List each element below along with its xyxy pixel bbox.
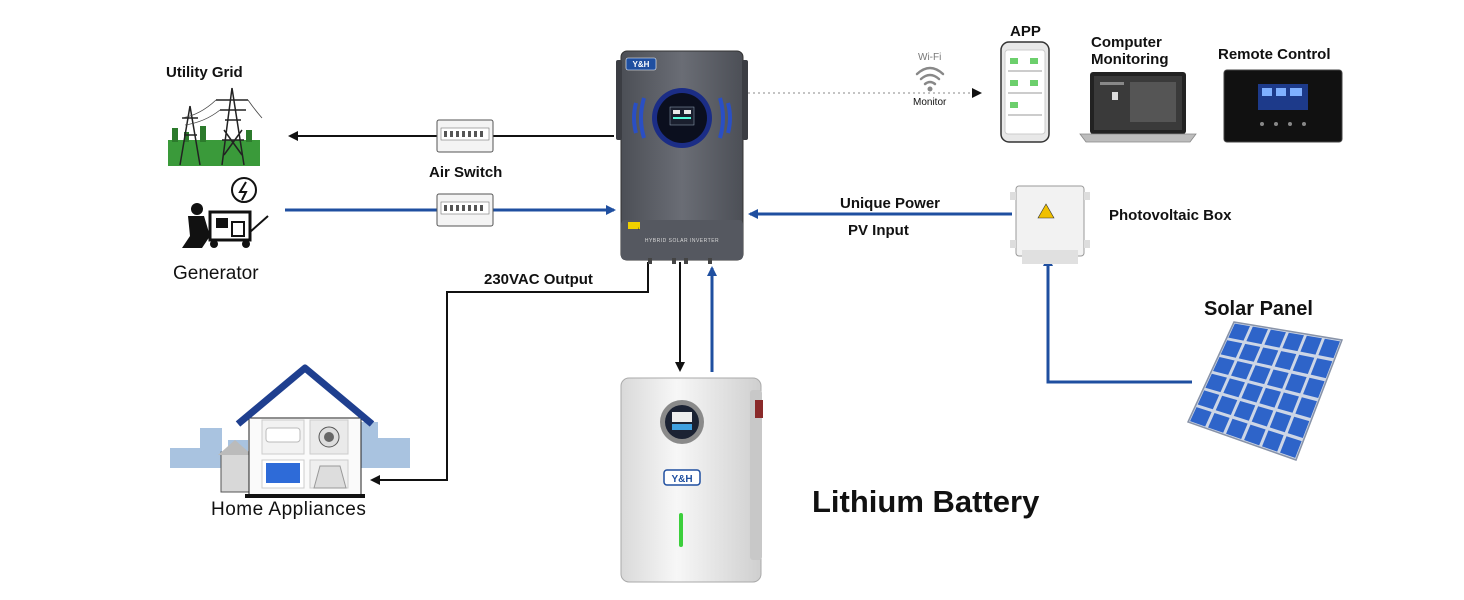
label-unique-power: Unique Power — [840, 195, 941, 212]
label-computer-monitoring-line2: Monitoring — [1091, 51, 1169, 68]
label-generator: Generator — [173, 263, 259, 284]
solar-cell — [1274, 351, 1297, 370]
solar-panel-icon — [1186, 321, 1344, 461]
wifi-icon — [915, 66, 945, 86]
label-pv-input: PV Input — [848, 222, 909, 239]
label-230vac-output: 230VAC Output — [484, 271, 593, 288]
label-remote-control: Remote Control — [1218, 46, 1331, 63]
power-tower-icon — [168, 87, 263, 166]
solar-cell — [1190, 407, 1212, 427]
label-monitor: Monitor — [913, 97, 947, 108]
line-output-to-home — [370, 262, 649, 485]
solar-cell — [1215, 395, 1238, 416]
house-icon — [170, 364, 410, 498]
label-lithium-battery: Lithium Battery — [812, 484, 1040, 519]
solar-cell — [1205, 373, 1227, 393]
solar-cell — [1310, 358, 1333, 379]
label-photovoltaic-box: Photovoltaic Box — [1109, 207, 1232, 224]
solar-cell — [1226, 418, 1248, 440]
solar-cell — [1287, 416, 1310, 438]
label-home-appliances: Home Appliances — [211, 499, 367, 520]
solar-cell — [1233, 400, 1256, 421]
generator-icon — [182, 177, 269, 248]
solar-cell — [1267, 369, 1289, 389]
laptop-icon — [1079, 72, 1197, 143]
solar-cell — [1208, 412, 1230, 433]
inverter-brand: Y&H — [633, 60, 650, 69]
solar-cell — [1259, 387, 1281, 408]
solar-cell — [1292, 354, 1315, 375]
solar-cell — [1231, 361, 1253, 380]
solar-cell — [1262, 430, 1284, 452]
solar-cell — [1295, 397, 1317, 418]
solar-cell — [1282, 332, 1304, 352]
solar-cell — [1300, 335, 1322, 355]
line-solar-to-pvbox — [1043, 256, 1192, 384]
label-wifi: Wi-Fi — [918, 52, 942, 63]
wifi-dot — [927, 86, 933, 92]
inverter-ports — [648, 258, 712, 264]
air-switch-icon — [436, 119, 494, 153]
solar-cell — [1251, 406, 1274, 427]
solar-cell — [1318, 338, 1340, 359]
remote-display-icon — [1223, 69, 1343, 143]
solar-cell — [1241, 383, 1263, 403]
solar-cell — [1249, 365, 1271, 385]
solar-cell — [1277, 392, 1299, 413]
solar-cell — [1228, 323, 1250, 341]
inverter-model-text: HYBRID SOLAR INVERTER — [645, 238, 719, 244]
phone-icon — [1000, 41, 1050, 143]
solar-cell — [1213, 356, 1235, 375]
label-computer-monitoring-line1: Computer — [1091, 34, 1162, 51]
solar-cell — [1285, 373, 1307, 394]
label-app: APP — [1010, 23, 1041, 40]
solar-cell — [1244, 424, 1266, 446]
solar-cell — [1197, 390, 1220, 410]
svg-text:!: ! — [638, 226, 639, 231]
air-switch-generator-icon — [436, 193, 494, 227]
inverter-icon: ! — [616, 50, 748, 261]
solar-cell — [1220, 340, 1243, 358]
solar-cell — [1238, 343, 1261, 362]
battery-brand: Y&H — [671, 474, 692, 485]
solar-cell — [1303, 377, 1325, 399]
inverter-brand-badge — [625, 57, 657, 71]
solar-cell — [1256, 347, 1279, 366]
junction-box-icon — [1010, 185, 1090, 264]
solar-cell — [1246, 326, 1268, 345]
solar-cell — [1280, 436, 1302, 458]
label-air-switch: Air Switch — [429, 164, 503, 181]
label-utility-grid: Utility Grid — [166, 64, 243, 81]
label-solar-panel: Solar Panel — [1204, 298, 1313, 320]
battery-brand-badge — [663, 469, 701, 486]
solar-cell — [1264, 329, 1286, 348]
solar-cell — [1269, 411, 1292, 433]
solar-cell — [1223, 378, 1245, 398]
